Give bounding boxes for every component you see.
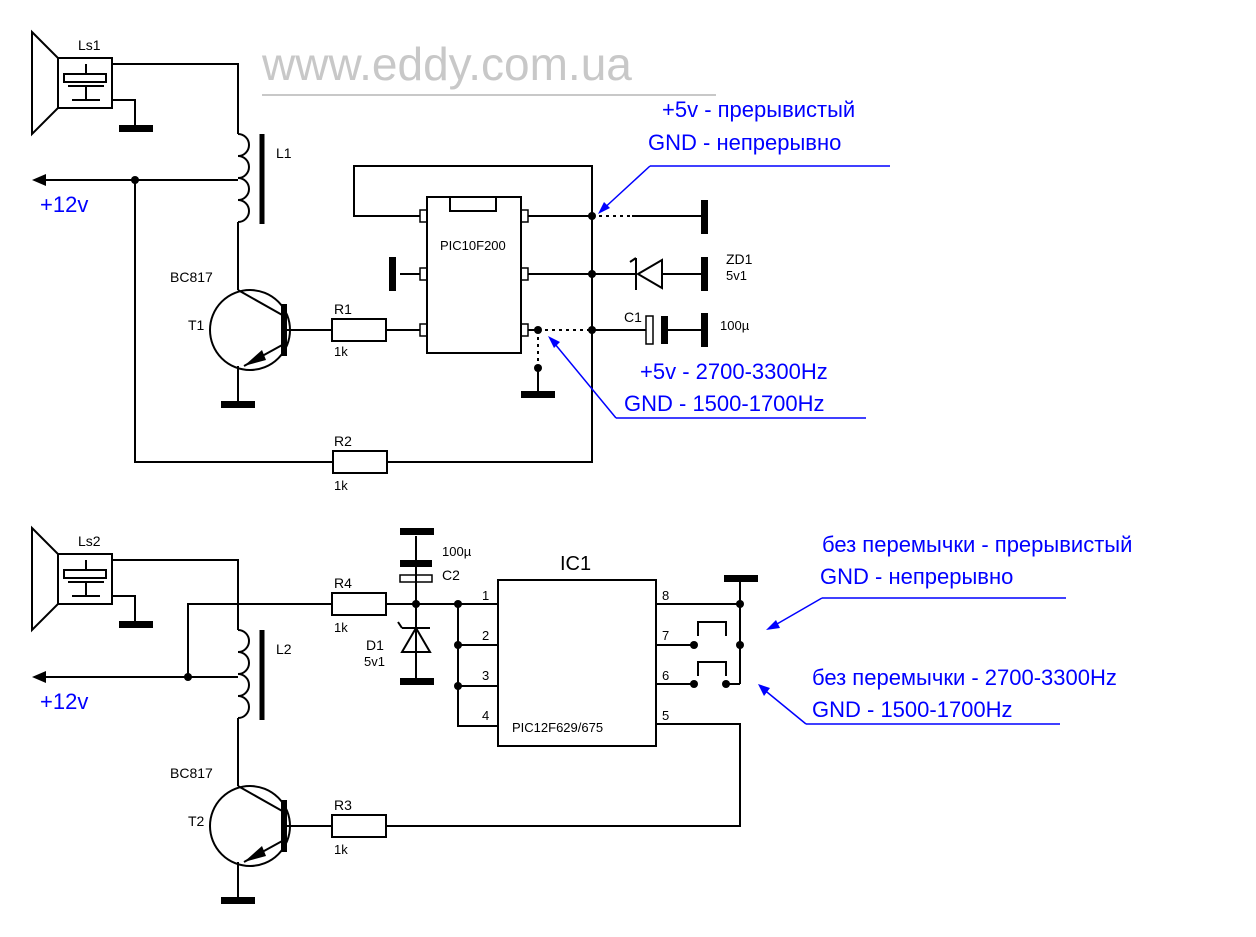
top-note1-line2: GND - непрерывно xyxy=(648,130,841,155)
resistor-r2 xyxy=(332,450,388,474)
inductor-l2-icon xyxy=(237,629,265,720)
bottom-note2-line2: GND - 1500-1700Hz xyxy=(812,697,1013,722)
ic-pic10f200 xyxy=(419,196,529,354)
l2-label: L2 xyxy=(276,641,292,657)
ground-symbol xyxy=(119,125,153,132)
ic1-part: PIC12F629/675 xyxy=(512,720,603,735)
c1-label: C1 xyxy=(624,309,642,325)
pin-4: 4 xyxy=(482,708,489,723)
bottom-circuit: Ls2 L2 +12v R4 1k 100µ C2 xyxy=(31,525,1132,904)
ic1-label: IC1 xyxy=(560,553,591,575)
capacitor-c2-icon xyxy=(399,560,433,583)
ic-top-label: PIC10F200 xyxy=(440,238,506,253)
pin-7: 7 xyxy=(662,628,669,643)
transistor-t1-icon xyxy=(209,289,291,371)
resistor-r1 xyxy=(331,318,387,342)
pin-3: 3 xyxy=(482,668,489,683)
c2-value: 100µ xyxy=(442,544,472,559)
jumper-7 xyxy=(697,621,727,636)
supply-12v-label-2: +12v xyxy=(40,689,88,714)
jumper-6 xyxy=(697,661,727,676)
pin-5: 5 xyxy=(662,708,669,723)
l1-label: L1 xyxy=(276,145,292,161)
pin-6: 6 xyxy=(662,668,669,683)
supply-12v-label: +12v xyxy=(40,192,88,217)
r1-value: 1k xyxy=(334,344,348,359)
zd1-value: 5v1 xyxy=(726,268,747,283)
ls2-label: Ls2 xyxy=(78,533,101,549)
speaker-ls1-icon xyxy=(31,29,113,137)
resistor-r4 xyxy=(331,592,387,616)
r1-label: R1 xyxy=(334,301,352,317)
c2-label: C2 xyxy=(442,567,460,583)
pin-1: 1 xyxy=(482,588,489,603)
c1-value: 100µ xyxy=(720,318,750,333)
r4-label: R4 xyxy=(334,575,352,591)
d1-value: 5v1 xyxy=(364,654,385,669)
bottom-note1-line2: GND - непрерывно xyxy=(820,564,1013,589)
top-note2-line2: GND - 1500-1700Hz xyxy=(624,391,825,416)
zener-d1-icon xyxy=(397,604,432,680)
top-circuit: Ls1 L1 +12v BC817 T1 xyxy=(31,29,890,493)
zd1-label: ZD1 xyxy=(726,251,753,267)
speaker-ls2-icon xyxy=(31,525,113,633)
t2-type-label: BC817 xyxy=(170,765,213,781)
r3-label: R3 xyxy=(334,797,352,813)
bottom-note2-line1: без перемычки - 2700-3300Hz xyxy=(812,665,1117,690)
pin-2: 2 xyxy=(482,628,489,643)
d1-label: D1 xyxy=(366,637,384,653)
t2-label: T2 xyxy=(188,813,205,829)
r2-label: R2 xyxy=(334,433,352,449)
transistor-t2-icon xyxy=(209,785,291,867)
bottom-note1-line1: без перемычки - прерывистый xyxy=(822,532,1132,557)
pin-8: 8 xyxy=(662,588,669,603)
r2-value: 1k xyxy=(334,478,348,493)
ic-pic12f629 xyxy=(497,579,657,747)
ls1-label: Ls1 xyxy=(78,37,101,53)
t1-label: T1 xyxy=(188,317,205,333)
top-note2-line1: +5v - 2700-3300Hz xyxy=(640,359,828,384)
r3-value: 1k xyxy=(334,842,348,857)
capacitor-c1-icon xyxy=(645,315,668,345)
inductor-l1-icon xyxy=(237,133,265,224)
top-note1-line1: +5v - прерывистый xyxy=(662,97,855,122)
r4-value: 1k xyxy=(334,620,348,635)
watermark-text: www.eddy.com.ua xyxy=(261,38,632,90)
t1-type-label: BC817 xyxy=(170,269,213,285)
resistor-r3 xyxy=(331,814,387,838)
